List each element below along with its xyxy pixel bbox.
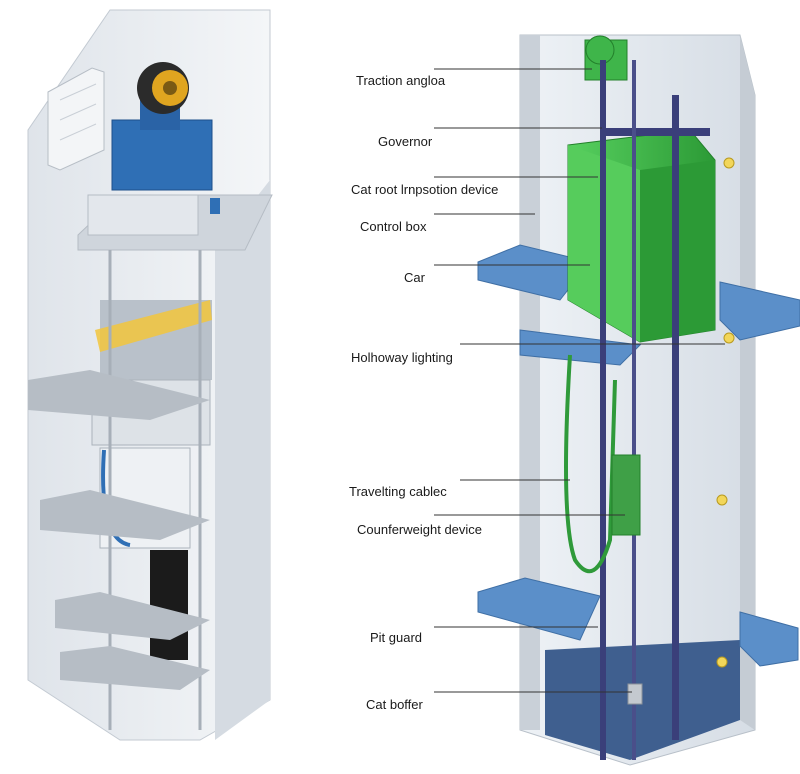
label-governor: Governor — [378, 134, 433, 149]
left-floor-slabs — [28, 370, 210, 690]
right-rail-2 — [672, 95, 679, 740]
label-car-roof: Cat root lrnpsotion device — [351, 182, 499, 197]
right-rail-3 — [632, 60, 636, 760]
right-rail-1 — [600, 60, 606, 760]
right-shaft-right-wall — [740, 35, 755, 730]
car-buffer-part — [627, 683, 643, 705]
machine-base — [87, 194, 199, 236]
leader-lines — [434, 68, 725, 693]
label-traveling-cable: Travelting cablec — [349, 484, 447, 499]
left-shaft-illustration — [27, 9, 273, 741]
traction-machine — [111, 62, 220, 214]
lower-floor-slab — [477, 577, 601, 641]
upper-floor-slab-right — [719, 281, 800, 341]
label-hoistway-lighting: Holhoway lighting — [351, 350, 453, 365]
hoistway-lights — [716, 157, 735, 668]
label-car-buffer: Cat boffer — [366, 697, 423, 712]
label-counterweight: Counferweight device — [357, 522, 483, 537]
shaft-right-wall — [215, 180, 270, 740]
control-cabinet — [47, 67, 105, 171]
top-crossbeam — [600, 128, 710, 136]
right-shaft-left-wall — [520, 35, 540, 730]
right-shaft-illustration — [477, 34, 800, 766]
counterweight-block — [611, 454, 641, 536]
label-control-box: Control box — [360, 219, 427, 234]
green-car — [567, 129, 716, 343]
lower-floor-slab-right — [739, 611, 799, 667]
label-car: Car — [404, 270, 425, 285]
right-traveling-cable — [564, 354, 617, 574]
label-pit-guard: Pit guard — [370, 630, 423, 645]
label-traction: Traction angloa — [356, 73, 446, 88]
